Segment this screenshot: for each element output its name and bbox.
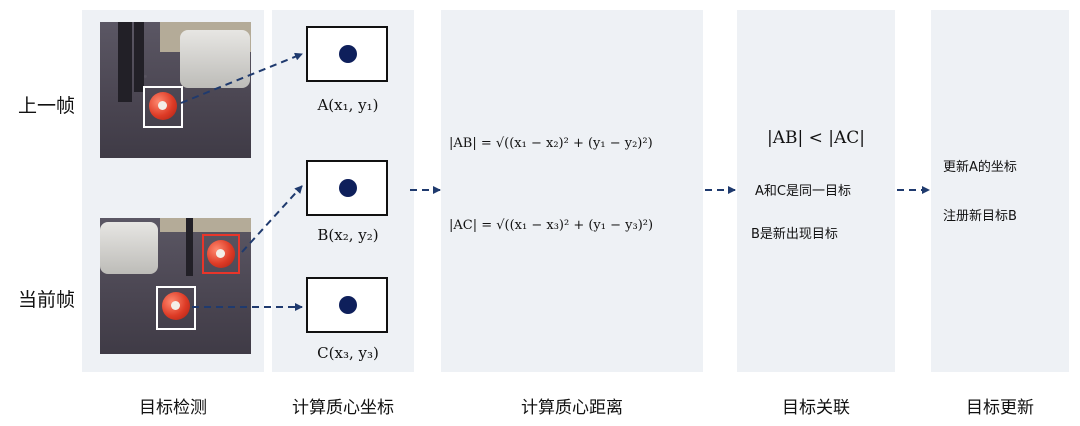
- arrow-red-to-frame: [242, 186, 302, 252]
- arrow-a-to-frame: [181, 54, 302, 103]
